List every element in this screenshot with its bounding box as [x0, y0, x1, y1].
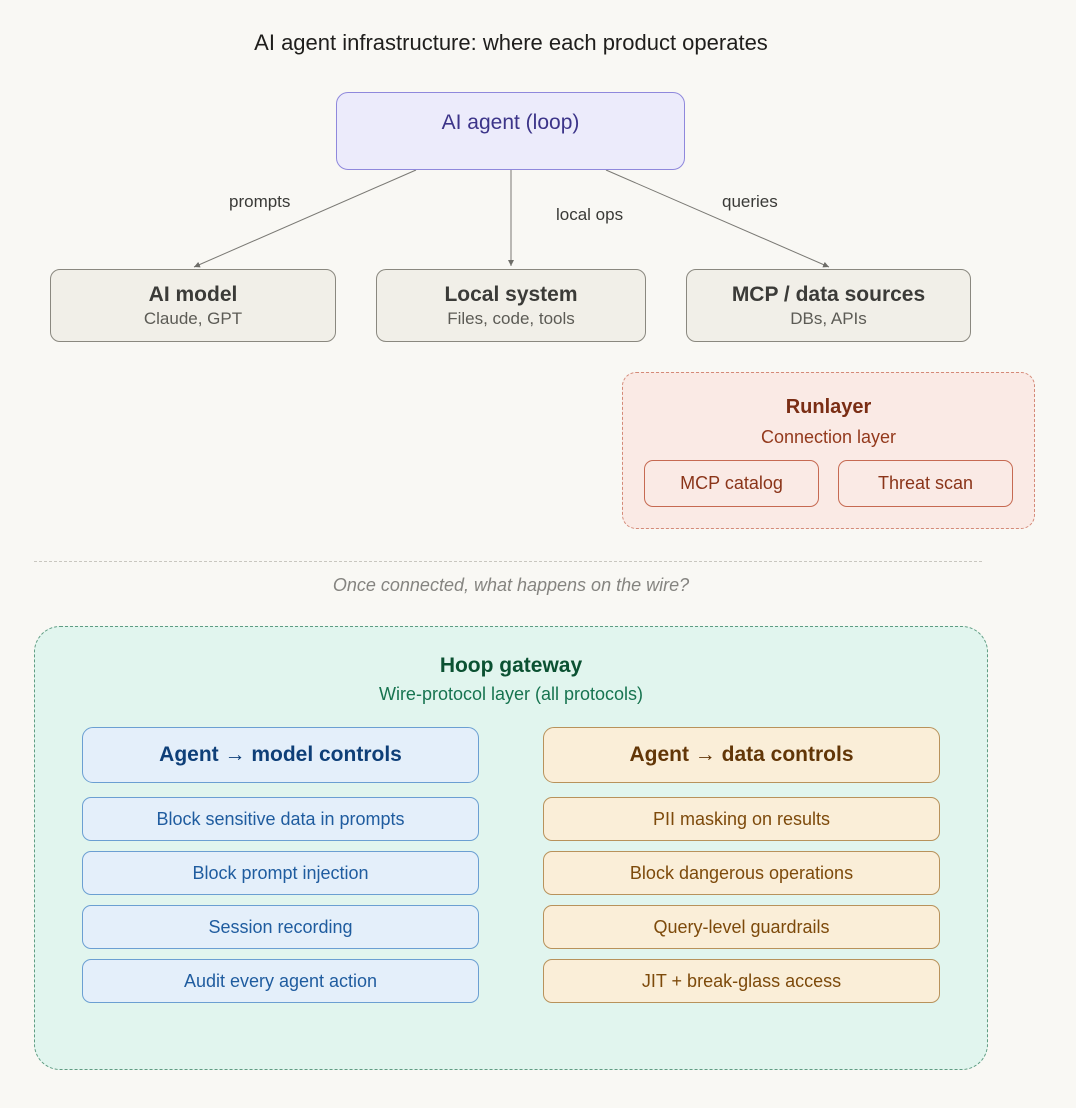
data-control-item: PII masking on results — [543, 797, 940, 841]
model-control-label: Block prompt injection — [192, 862, 369, 883]
model-control-item: Session recording — [82, 905, 479, 949]
model-control-label: Audit every agent action — [183, 970, 378, 991]
runlayer-feature-label: MCP catalog — [680, 473, 783, 493]
hoop-gateway-subtitle: Wire-protocol layer (all protocols) — [378, 684, 644, 704]
ai-agent-node: AI agent (loop) — [336, 92, 685, 170]
data-controls-heading-label: Agent → data controls — [629, 743, 854, 766]
ai-model-title: AI model — [148, 282, 238, 306]
data-control-label: PII masking on results — [652, 808, 831, 829]
model-controls-heading-label: Agent → model controls — [159, 743, 402, 766]
hoop-gateway-title: Hoop gateway — [439, 654, 583, 677]
model-controls-heading: Agent → model controls — [82, 727, 479, 783]
runlayer-feature-label: Threat scan — [877, 473, 974, 493]
mcp-data-sources-node: MCP / data sources DBs, APIs — [686, 269, 971, 342]
model-control-label: Block sensitive data in prompts — [156, 808, 405, 829]
local-system-node: Local system Files, code, tools — [376, 269, 646, 342]
ai-model-subtitle: Claude, GPT — [143, 308, 243, 328]
data-control-item: Query-level guardrails — [543, 905, 940, 949]
edge-label-local-ops: local ops — [556, 205, 624, 224]
arrow-prompts — [193, 169, 417, 268]
data-control-item: JIT + break-glass access — [543, 959, 940, 1003]
data-controls-heading: Agent → data controls — [543, 727, 940, 783]
arrow-queries — [605, 169, 830, 268]
data-control-label: JIT + break-glass access — [641, 970, 842, 991]
ai-model-node: AI model Claude, GPT — [50, 269, 336, 342]
edge-label-prompts: prompts — [229, 192, 291, 211]
data-control-label: Block dangerous operations — [629, 862, 854, 883]
model-control-item: Audit every agent action — [82, 959, 479, 1003]
local-system-subtitle: Files, code, tools — [447, 308, 575, 328]
model-control-item: Block sensitive data in prompts — [82, 797, 479, 841]
ai-agent-label: AI agent (loop) — [441, 111, 580, 134]
section-divider — [34, 561, 982, 562]
data-control-item: Block dangerous operations — [543, 851, 940, 895]
runlayer-subtitle: Connection layer — [760, 427, 897, 447]
runlayer-feature-mcp-catalog: MCP catalog — [644, 460, 819, 507]
model-control-item: Block prompt injection — [82, 851, 479, 895]
data-control-label: Query-level guardrails — [653, 916, 830, 937]
edge-label-queries: queries — [722, 192, 778, 211]
runlayer-title: Runlayer — [785, 396, 872, 418]
model-control-label: Session recording — [208, 916, 353, 937]
runlayer-feature-threat-scan: Threat scan — [838, 460, 1013, 507]
mcp-data-sources-subtitle: DBs, APIs — [790, 308, 867, 328]
mcp-data-sources-title: MCP / data sources — [731, 282, 926, 306]
diagram-title: AI agent infrastructure: where each prod… — [254, 30, 768, 55]
local-system-title: Local system — [444, 282, 578, 306]
wire-question: Once connected, what happens on the wire… — [332, 575, 690, 595]
